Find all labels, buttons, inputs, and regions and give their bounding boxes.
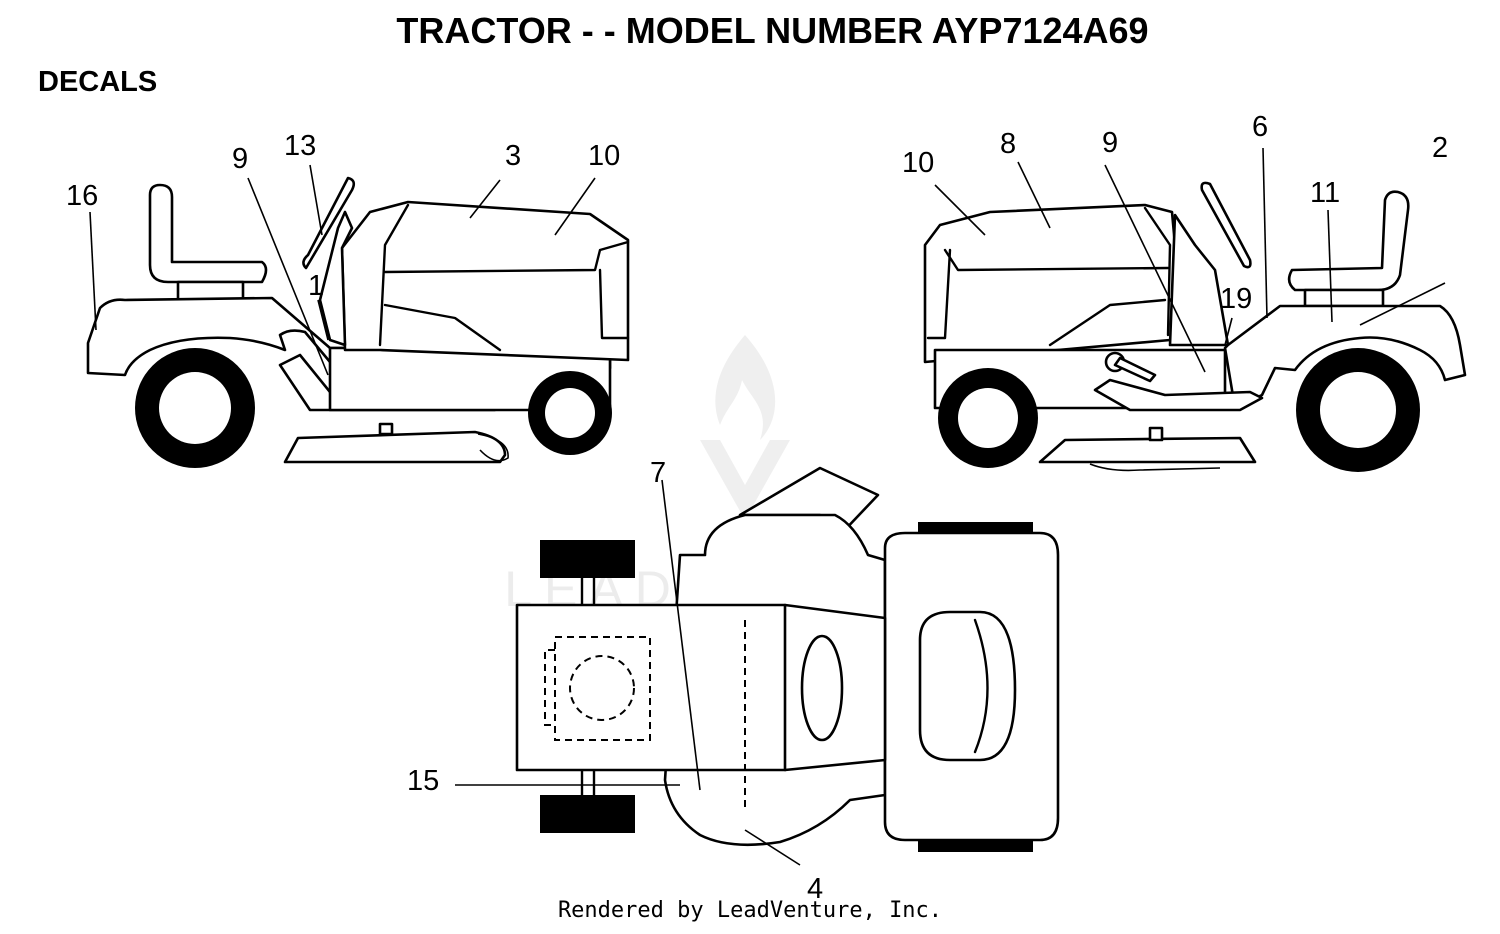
front-wheel-top-upper <box>540 540 635 578</box>
callout-3-left: 3 <box>505 140 521 172</box>
rear-fender-right <box>1223 304 1467 410</box>
tractor-top-view <box>455 466 1060 866</box>
seat-right <box>1287 190 1410 292</box>
callouts-top: 7 15 4 <box>407 457 823 905</box>
mower-deck-right <box>1038 436 1257 464</box>
front-wheel-top-lower <box>540 795 635 833</box>
dashboard-left <box>318 210 354 347</box>
steering-wheel-right <box>1200 181 1252 269</box>
section-heading: DECALS <box>38 66 158 98</box>
callout-4-top: 4 <box>807 873 823 905</box>
tractor-right-side-view <box>923 147 1467 472</box>
watermark-logo <box>700 335 790 520</box>
callout-9-left: 9 <box>232 143 248 175</box>
callout-9-right: 9 <box>1102 127 1118 159</box>
steering-wheel-left <box>302 176 356 270</box>
callout-8-right: 8 <box>1000 128 1016 160</box>
callout-16-left: 16 <box>66 180 98 212</box>
mower-deck-left <box>283 430 507 464</box>
page-title: TRACTOR - - MODEL NUMBER AYP7124A69 <box>396 10 1149 51</box>
callout-11-right: 11 <box>1310 177 1340 209</box>
seat-base-right <box>1303 288 1385 308</box>
steering-wheel-top <box>800 634 844 742</box>
callout-19-right: 19 <box>1220 283 1252 315</box>
callout-1-left: 1 <box>308 270 324 302</box>
callout-7-top: 7 <box>650 457 666 489</box>
callouts-right: 10 8 9 6 2 11 19 <box>902 111 1448 315</box>
callout-13-left: 13 <box>284 130 316 162</box>
callouts-left: 16 9 13 1 3 10 <box>66 130 620 302</box>
callout-10-left: 10 <box>588 140 620 172</box>
dashboard-right <box>1168 213 1230 347</box>
hood-top <box>515 603 812 772</box>
tractor-left-side-view <box>86 164 630 468</box>
callout-2-right: 2 <box>1432 132 1448 164</box>
callout-10-right: 10 <box>902 147 934 179</box>
footer-credit: Rendered by LeadVenture, Inc. <box>557 898 943 923</box>
running-board-right <box>1093 378 1264 412</box>
seat-top <box>918 610 1017 762</box>
hood-right <box>923 203 1182 364</box>
callout-6-right: 6 <box>1252 111 1268 143</box>
callout-15-top: 15 <box>407 765 439 797</box>
hood-left <box>340 200 630 362</box>
seat-left <box>148 183 268 284</box>
